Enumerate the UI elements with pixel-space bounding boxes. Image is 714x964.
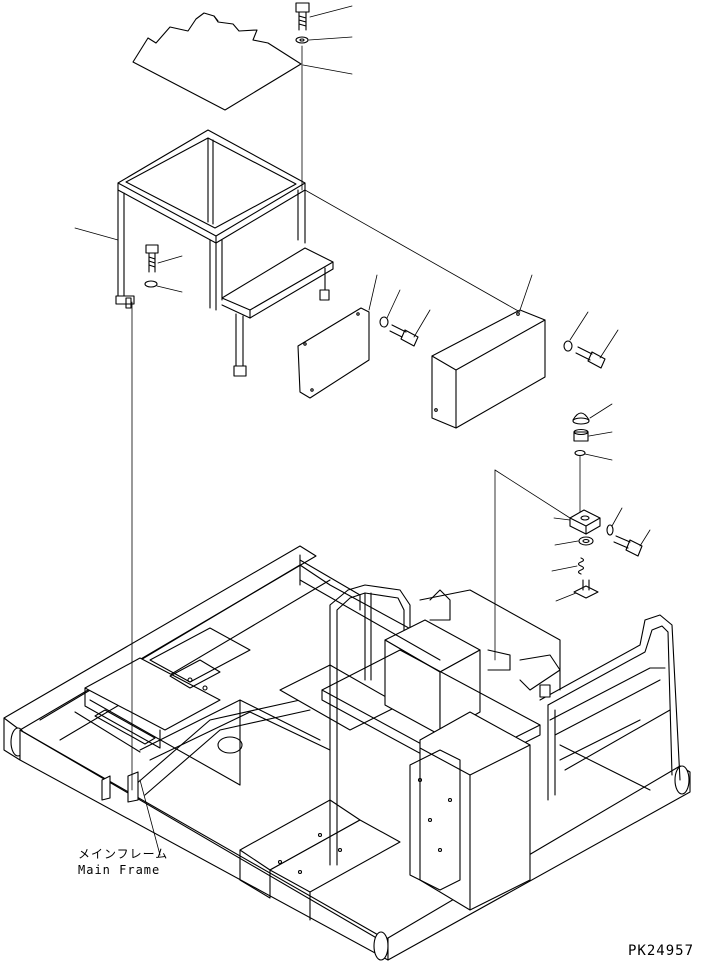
- mount-cushion: [554, 536, 594, 546]
- mount-nut: [573, 428, 613, 442]
- mount-base-plate: [555, 579, 599, 602]
- side-cover-small: [297, 307, 370, 399]
- stand-leader: [74, 227, 119, 241]
- stand-to-box-leader: [304, 189, 521, 313]
- assembly-leaders: [131, 301, 496, 856]
- mount-spring: [551, 557, 585, 575]
- top-washer: [295, 36, 309, 44]
- top-leaders: [301, 5, 353, 191]
- mount-bolt: [606, 507, 651, 557]
- mount-bracket: [494, 469, 601, 535]
- main-frame: [3, 545, 691, 961]
- mount-washer: [574, 449, 613, 516]
- mount-nut-cap: [572, 403, 613, 425]
- left-bolt: [145, 244, 183, 273]
- left-washer: [144, 280, 183, 293]
- top-cover-plate: [132, 12, 302, 111]
- box-cover-hardware: [519, 274, 619, 369]
- small-cover-hardware: [368, 274, 431, 347]
- main-frame-label-jp: メインフレーム: [78, 847, 169, 861]
- top-bolt: [295, 2, 310, 31]
- drawing-code: PK24957: [628, 943, 695, 959]
- side-cover-box: [431, 309, 546, 429]
- main-frame-label-en: Main Frame: [78, 863, 161, 877]
- stand-frame: [115, 129, 334, 377]
